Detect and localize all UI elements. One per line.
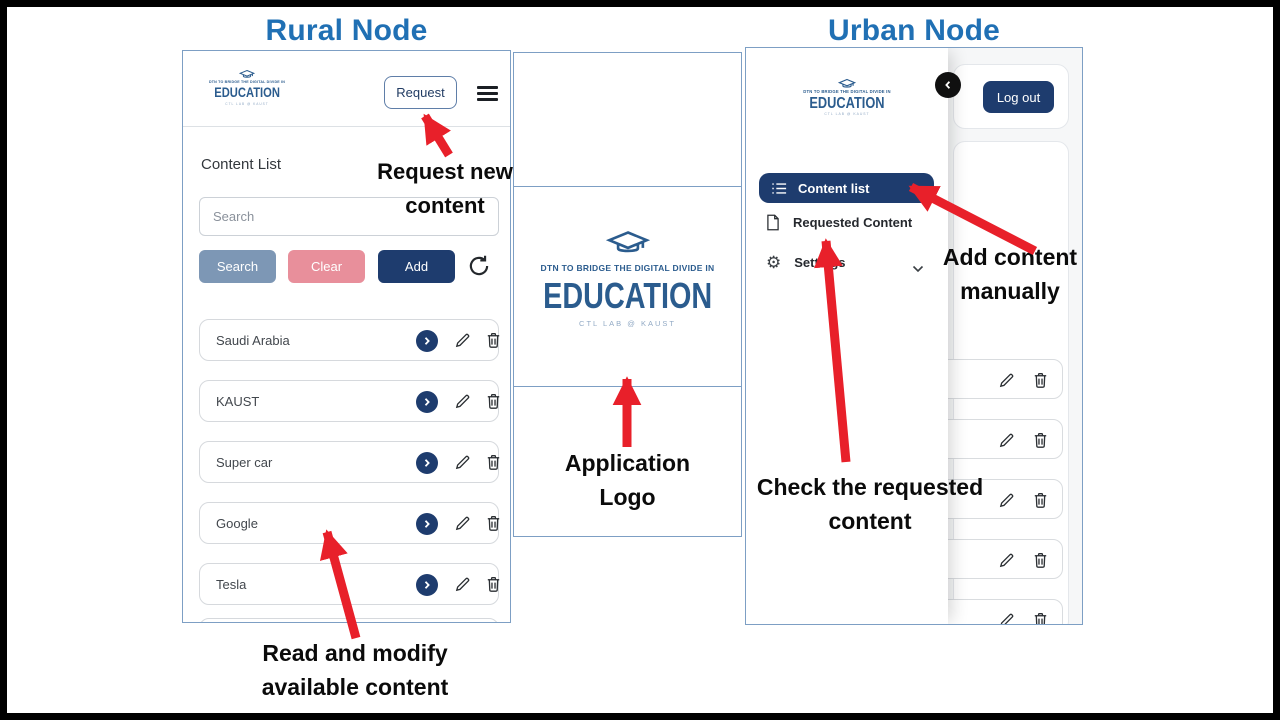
pencil-icon[interactable] [997, 611, 1016, 625]
list-item[interactable]: Tesla [199, 563, 500, 605]
logo-line3: CTL LAB @ KAUST [225, 101, 269, 106]
chevron-left-icon [945, 81, 951, 89]
chevron-down-icon[interactable] [912, 265, 924, 273]
sidebar-item-settings[interactable]: ⚙ Settings [766, 254, 846, 271]
trash-icon[interactable] [484, 514, 503, 533]
logo-line1: DTN TO BRIDGE THE DIGITAL DIVIDE IN [540, 263, 715, 273]
list-item[interactable]: Saudi Arabia [199, 319, 500, 361]
graduation-cap-icon [605, 231, 650, 253]
rural-node-panel: DTN TO BRIDGE THE DIGITAL DIVIDE IN EDUC… [182, 50, 511, 623]
urban-node-panel: Log out DTN TO [745, 47, 1083, 625]
logo-line1: DTN TO BRIDGE THE DIGITAL DIVIDE IN [208, 80, 286, 84]
refresh-icon[interactable] [466, 253, 492, 279]
logo-line2: EDUCATION [542, 274, 713, 316]
list-item[interactable]: Google [199, 502, 500, 544]
trash-icon[interactable] [1031, 431, 1050, 450]
gear-icon: ⚙ [766, 253, 782, 272]
logo-line2: EDUCATION [214, 84, 280, 101]
logo-line3: CTL LAB @ KAUST [824, 112, 870, 117]
content-row [926, 359, 1063, 399]
header-divider [183, 126, 510, 127]
content-row [926, 539, 1063, 579]
hamburger-menu-icon[interactable] [477, 86, 498, 105]
app-logo-urban: DTN TO BRIDGE THE DIGITAL DIVIDE IN EDUC… [797, 78, 897, 117]
chevron-right-icon[interactable] [416, 330, 438, 352]
content-row [926, 599, 1063, 625]
list-item[interactable]: KAUST [199, 380, 500, 422]
chevron-right-icon[interactable] [416, 391, 438, 413]
trash-icon[interactable] [1031, 551, 1050, 570]
trash-icon[interactable] [484, 453, 503, 472]
urban-node-title: Urban Node [827, 14, 1000, 47]
pencil-icon[interactable] [453, 453, 472, 472]
search-input[interactable] [199, 197, 499, 236]
request-button[interactable]: Request [384, 76, 457, 109]
logo-box-top-line [514, 186, 741, 187]
sidebar-drawer: DTN TO BRIDGE THE DIGITAL DIVIDE IN EDUC… [746, 48, 948, 624]
annotation-add-content-manually: Add content manually [942, 244, 1078, 304]
document-icon [767, 214, 779, 231]
pencil-icon[interactable] [453, 575, 472, 594]
chevron-right-icon[interactable] [416, 574, 438, 596]
pencil-icon[interactable] [453, 331, 472, 350]
annotation-request-new-content: Request new content [377, 159, 513, 218]
trash-icon[interactable] [1031, 611, 1050, 625]
add-button[interactable]: Add [378, 250, 455, 283]
list-item-label: Super car [216, 455, 273, 470]
trash-icon[interactable] [484, 392, 503, 411]
clear-button[interactable]: Clear [288, 250, 365, 283]
sidebar-item-requested-content[interactable]: Requested Content [766, 214, 912, 231]
logo-line2: EDUCATION [809, 94, 885, 112]
sidebar-item-label: Requested Content [793, 215, 913, 230]
sidebar-item-content-list[interactable]: Content list [759, 173, 934, 203]
pencil-icon[interactable] [453, 514, 472, 533]
content-row [926, 479, 1063, 519]
logo-line3: CTL LAB @ KAUST [579, 319, 676, 329]
trash-icon[interactable] [1031, 371, 1050, 390]
graduation-cap-icon [838, 78, 856, 88]
logout-button[interactable]: Log out [983, 81, 1054, 113]
content-row [926, 419, 1063, 459]
pencil-icon[interactable] [997, 551, 1016, 570]
graduation-cap-icon [239, 69, 255, 78]
annotation-application-logo: Application Logo [564, 450, 691, 510]
logo-line1: DTN TO BRIDGE THE DIGITAL DIVIDE IN [803, 89, 891, 94]
trash-icon[interactable] [1031, 491, 1050, 510]
app-logo-rural: DTN TO BRIDGE THE DIGITAL DIVIDE IN EDUC… [199, 69, 295, 106]
app-logo-center: DTN TO BRIDGE THE DIGITAL DIVIDE IN EDUC… [514, 229, 741, 329]
list-item-label: Google [216, 516, 258, 531]
list-item-label: KAUST [216, 394, 260, 409]
drawer-collapse-button[interactable] [935, 72, 961, 98]
sidebar-item-label: Settings [794, 255, 846, 270]
list-icon [772, 182, 787, 194]
list-item-label: Saudi Arabia [216, 333, 290, 348]
list-item-label: Tesla [216, 577, 247, 592]
content-list-heading: Content List [201, 156, 282, 173]
annotation-check-requested-content: Check the requested content [756, 474, 984, 534]
trash-icon[interactable] [484, 575, 503, 594]
pencil-icon[interactable] [997, 491, 1016, 510]
trash-icon[interactable] [484, 331, 503, 350]
rural-node-title: Rural Node [265, 14, 428, 47]
sidebar-item-label: Content list [798, 180, 870, 196]
logo-box-bottom-line [514, 386, 741, 387]
list-item-partial [199, 618, 499, 622]
search-button[interactable]: Search [199, 250, 276, 283]
chevron-right-icon[interactable] [416, 513, 438, 535]
pencil-icon[interactable] [997, 431, 1016, 450]
annotation-read-modify: Read and modify available content [261, 640, 449, 700]
list-item[interactable]: Super car [199, 441, 500, 483]
pencil-icon[interactable] [453, 392, 472, 411]
pencil-icon[interactable] [997, 371, 1016, 390]
chevron-right-icon[interactable] [416, 452, 438, 474]
